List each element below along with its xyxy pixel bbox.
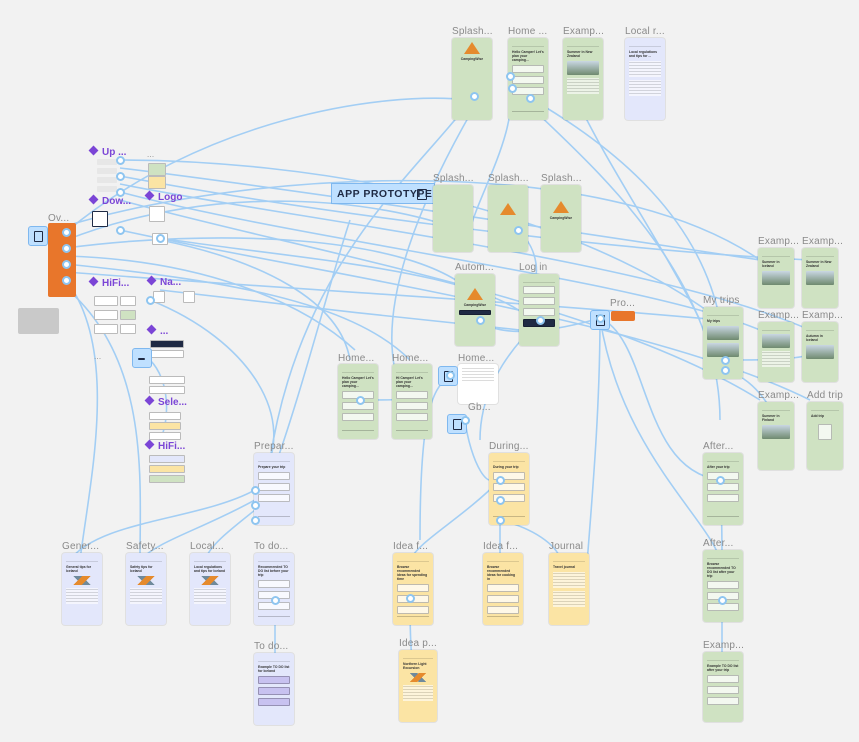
connection-handle[interactable] (461, 416, 470, 425)
connection-handle[interactable] (116, 188, 125, 197)
connection-handle[interactable] (514, 226, 523, 235)
component-select[interactable]: Sele... (144, 395, 187, 408)
connection-handle[interactable] (251, 486, 260, 495)
frame-autologin[interactable]: CampingWise (455, 274, 495, 346)
component-c1[interactable]: ... (146, 324, 168, 337)
frame-idea-1[interactable]: Browse recommended ideas for spending ti… (393, 553, 433, 625)
frame-after-1[interactable]: After your trip (703, 453, 743, 525)
connection-handle[interactable] (146, 296, 155, 305)
connection-handle[interactable] (496, 476, 505, 485)
frame-splash-1[interactable]: CampingWise (452, 38, 492, 120)
frame-home-4[interactable] (458, 364, 498, 404)
connection-handle[interactable] (506, 72, 515, 81)
connection-handle[interactable] (156, 234, 165, 243)
frame-example-1[interactable]: Summer in New Zealand (563, 38, 603, 120)
play-icon (417, 189, 427, 200)
connection-handle[interactable] (271, 596, 280, 605)
frame-example-6[interactable]: Summer in Finland (758, 402, 794, 470)
connection-handle[interactable] (116, 226, 125, 235)
frame-during[interactable]: During your trip (489, 453, 529, 525)
connection-handle[interactable] (62, 260, 71, 269)
component-hifi-2[interactable]: HiFi... (144, 439, 185, 452)
frame-idea-2[interactable]: Browse recommended ideas for cooking in (483, 553, 523, 625)
frame-after-2[interactable]: Browse recommended TO DO list after your… (703, 550, 743, 622)
component-hifi[interactable]: HiFi... (88, 276, 129, 289)
frame-splash-4[interactable]: CampingWise (541, 185, 581, 252)
frame-label-splash-1: Splash... (452, 26, 493, 37)
connection-handle[interactable] (476, 316, 485, 325)
connection-handle[interactable] (721, 366, 730, 375)
component-logo[interactable]: Logo (144, 190, 182, 203)
frame-add-trip[interactable]: Add trip (807, 402, 843, 470)
frame-local-regulations[interactable]: Local regulations and tips for ... (625, 38, 665, 120)
connection-handle[interactable] (718, 596, 727, 605)
component-up[interactable]: Up ... (88, 145, 126, 158)
frame-example-4[interactable] (758, 322, 794, 382)
frame-journal[interactable]: Travel journal (549, 553, 589, 625)
connection-handle[interactable] (721, 356, 730, 365)
frame-splash-2[interactable] (433, 185, 473, 252)
flow-start-icon[interactable] (28, 226, 48, 246)
connection-handle[interactable] (496, 496, 505, 505)
frame-local-2[interactable]: Local regulations and tips for Iceland (190, 553, 230, 625)
component-dow[interactable]: Dow... (88, 194, 131, 207)
connection-handle[interactable] (251, 501, 260, 510)
profile-pill[interactable] (611, 311, 635, 321)
connection-handle[interactable] (116, 156, 125, 165)
logo-icon (149, 206, 165, 222)
frame-home-1[interactable]: Hello Camper! Let's plan your camping... (508, 38, 548, 120)
frame-safety[interactable]: Safety tips for Iceland (126, 553, 166, 625)
frame-general[interactable]: General tips for Iceland (62, 553, 102, 625)
frame-prepare[interactable]: Prepare your trip (254, 453, 294, 525)
frame-todo-2[interactable]: Example TO DO list for Iceland (254, 653, 294, 725)
connection-handle[interactable] (526, 94, 535, 103)
connection-handle[interactable] (496, 516, 505, 525)
connection-handle[interactable] (116, 172, 125, 181)
frame-example-3[interactable]: Summer in New Zealand (802, 248, 838, 308)
frame-example-5[interactable]: Autumn in Iceland (802, 322, 838, 382)
close-icon[interactable] (92, 211, 108, 227)
frame-home-3[interactable]: Hi Camper! Let's plan your camping... (392, 364, 432, 439)
app-prototype-button[interactable]: APP PROTOTYPE (331, 183, 435, 204)
back-arrow-icon[interactable] (132, 348, 152, 368)
connection-handle[interactable] (446, 371, 455, 380)
frame-label-overview: Ov... (48, 213, 70, 224)
frame-idea-3[interactable]: Northern Light Excursion (399, 650, 437, 722)
connection-handle[interactable] (470, 92, 479, 101)
connection-handle[interactable] (62, 228, 71, 237)
frame-example-7[interactable]: Example TO DO list after your trip (703, 652, 743, 722)
connection-handle[interactable] (406, 594, 415, 603)
connection-handle[interactable] (508, 84, 517, 93)
connection-handle[interactable] (596, 314, 605, 323)
connection-handle[interactable] (62, 276, 71, 285)
keyboard-component (18, 308, 59, 334)
frame-todo-1[interactable]: Recommended TO DO list before your trip (254, 553, 294, 625)
connection-handle[interactable] (251, 516, 260, 525)
frame-splash-3[interactable] (488, 185, 528, 252)
frame-login[interactable] (519, 274, 559, 346)
connection-handle[interactable] (716, 476, 725, 485)
connection-handle[interactable] (356, 396, 365, 405)
connection-handle[interactable] (536, 316, 545, 325)
component-nav[interactable]: Na... (146, 275, 181, 288)
frame-example-2[interactable]: Summer in Iceland (758, 248, 794, 308)
connection-handle[interactable] (62, 244, 71, 253)
